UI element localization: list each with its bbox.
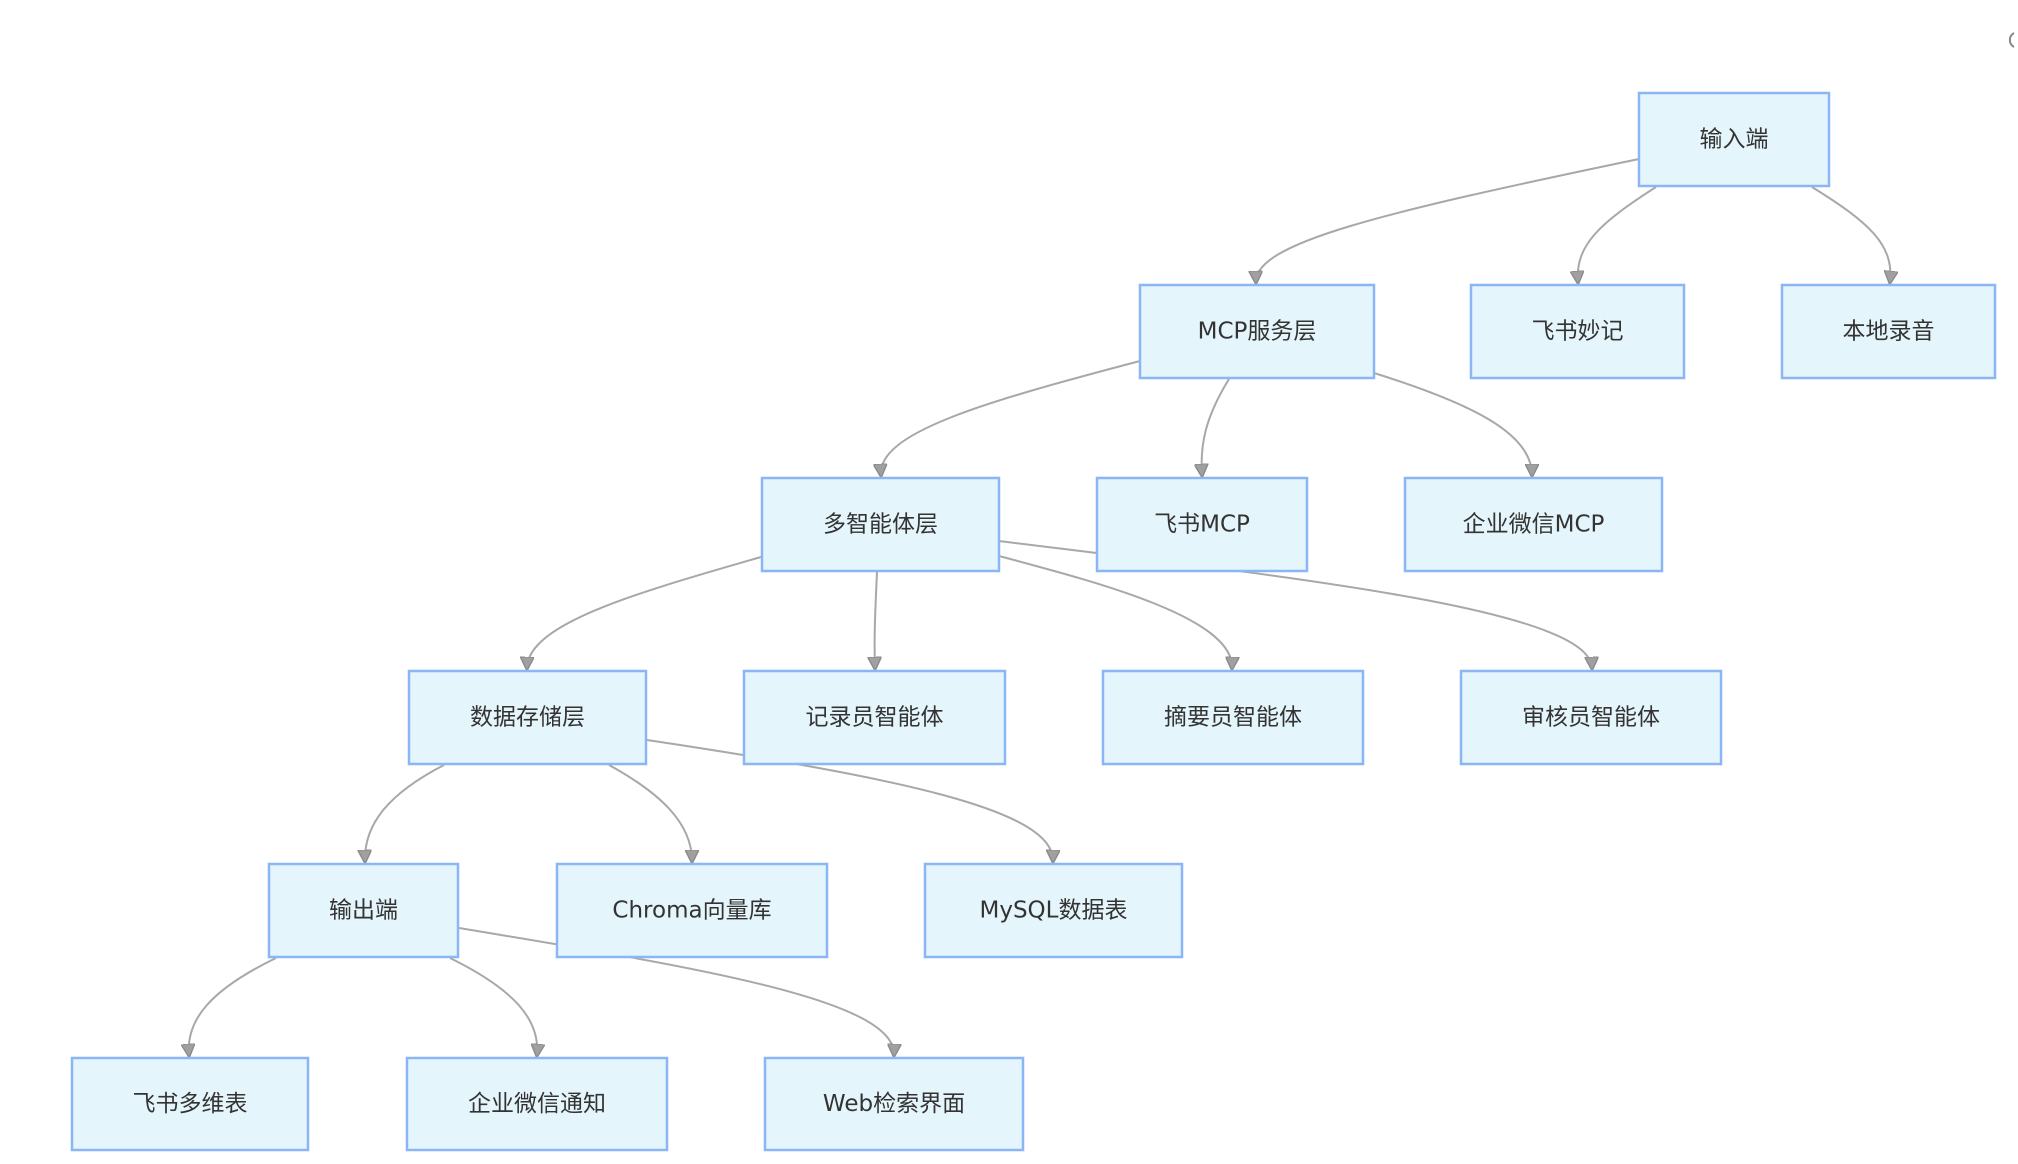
node-label: Web检索界面 (823, 1091, 965, 1117)
node-label: 记录员智能体 (806, 705, 944, 731)
node-label: MySQL数据表 (980, 898, 1128, 924)
node-label: 数据存储层 (470, 705, 585, 731)
edge-mcp-layer-to-feishu-mcp (1202, 378, 1230, 475)
node-reviewer-agent[interactable]: 审核员智能体 (1459, 669, 1723, 766)
node-output[interactable]: 输出端 (267, 862, 460, 959)
corner-mark (2008, 32, 2015, 48)
node-label: 输出端 (329, 898, 398, 924)
node-label: MCP服务层 (1198, 319, 1317, 345)
node-label: 摘要员智能体 (1164, 705, 1302, 731)
node-local-recording[interactable]: 本地录音 (1780, 283, 1997, 380)
edge-multi-agent-layer-to-storage-layer (527, 556, 762, 668)
node-label: Chroma向量库 (612, 898, 771, 924)
node-storage-layer[interactable]: 数据存储层 (407, 669, 648, 766)
node-recorder-agent[interactable]: 记录员智能体 (742, 669, 1007, 766)
edge-input-to-local-recording (1811, 186, 1890, 282)
node-label: 输入端 (1700, 127, 1769, 153)
node-label: 企业微信通知 (468, 1091, 606, 1117)
node-feishu-minutes[interactable]: 飞书妙记 (1469, 283, 1686, 380)
edge-multi-agent-layer-to-recorder-agent (875, 571, 877, 668)
node-label: 飞书妙记 (1532, 319, 1624, 345)
edge-storage-layer-to-chroma-db (608, 764, 692, 861)
edge-input-to-feishu-minutes (1578, 186, 1657, 282)
node-mysql-table[interactable]: MySQL数据表 (923, 862, 1184, 959)
node-feishu-bitable[interactable]: 飞书多维表 (70, 1056, 310, 1152)
node-label: 飞书多维表 (133, 1091, 248, 1117)
node-label: 企业微信MCP (1463, 512, 1605, 538)
node-label: 本地录音 (1843, 319, 1935, 345)
node-web-search-ui[interactable]: Web检索界面 (763, 1056, 1025, 1152)
node-label: 审核员智能体 (1522, 705, 1660, 731)
edge-output-to-web-search-ui (458, 927, 894, 1055)
node-label: 飞书MCP (1154, 512, 1250, 538)
edge-mcp-layer-to-wecom-mcp (1373, 372, 1532, 475)
node-feishu-mcp[interactable]: 飞书MCP (1095, 476, 1309, 573)
node-multi-agent-layer[interactable]: 多智能体层 (760, 476, 1001, 573)
edge-input-to-mcp-layer (1256, 158, 1640, 282)
node-wecom-notify[interactable]: 企业微信通知 (405, 1056, 669, 1152)
node-wecom-mcp[interactable]: 企业微信MCP (1403, 476, 1664, 573)
edge-output-to-wecom-notify (449, 957, 537, 1055)
node-summarizer-agent[interactable]: 摘要员智能体 (1101, 669, 1365, 766)
edge-output-to-feishu-bitable (189, 957, 277, 1055)
node-input[interactable]: 输入端 (1637, 91, 1831, 188)
node-label: 多智能体层 (823, 512, 938, 538)
node-layer: 输入端 MCP服务层 飞书妙记 本地录音 多智能体层 飞书MCP 企业微信MCP (70, 91, 1997, 1152)
node-chroma-db[interactable]: Chroma向量库 (555, 862, 829, 959)
edge-multi-agent-layer-to-summarizer-agent (998, 555, 1232, 668)
edge-mcp-layer-to-multi-agent-layer (881, 360, 1141, 475)
node-mcp-layer[interactable]: MCP服务层 (1138, 283, 1376, 380)
edge-storage-layer-to-output (365, 764, 445, 861)
edge-layer (189, 158, 1891, 1055)
